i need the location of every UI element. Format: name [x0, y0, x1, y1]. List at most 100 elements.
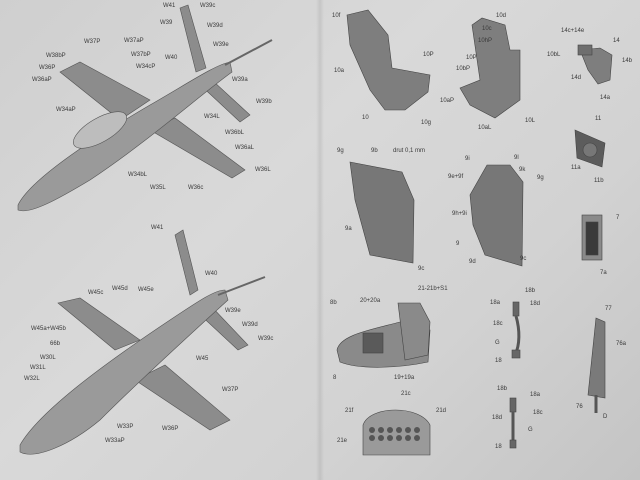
seat-large	[346, 9, 431, 111]
antenna-part	[587, 317, 606, 413]
callout-label: 10L	[525, 118, 536, 124]
callout-label: 10P	[466, 55, 477, 61]
callout-label: 14a	[600, 95, 611, 101]
callout-label: 10f	[332, 13, 341, 19]
callout-label: W45d	[112, 286, 128, 292]
callout-label: W40	[165, 55, 178, 61]
callout-label: W36L	[255, 167, 271, 173]
part-14c-box	[577, 44, 593, 56]
callout-label: 9a	[345, 226, 352, 232]
strut-parts	[509, 301, 521, 449]
callout-label: 18c	[493, 321, 503, 327]
callout-label: W31L	[30, 365, 46, 371]
bottom-aircraft-fuselage	[19, 289, 229, 455]
callout-label: W33aP	[105, 438, 125, 444]
callout-label: 7	[616, 215, 620, 221]
callout-label: 66b	[50, 341, 61, 347]
callout-label: W37P	[84, 39, 101, 45]
callout-label: 8	[333, 375, 337, 381]
callout-label: W36c	[188, 185, 204, 191]
callout-label: W45a+W45b	[31, 326, 66, 332]
callout-label: W45	[196, 356, 209, 362]
callout-label: 18a	[490, 300, 501, 306]
callout-label: W39c	[258, 336, 274, 342]
callout-label: 10a	[334, 68, 345, 74]
callout-label: 14b	[622, 58, 633, 64]
callout-label: D	[603, 414, 608, 420]
callout-label: 20+20a	[360, 298, 381, 304]
seat-parts	[346, 9, 613, 261]
callout-label: W36bL	[225, 130, 245, 136]
callout-label: W39e	[225, 308, 241, 314]
callout-label: W36aL	[235, 145, 255, 151]
callout-label: 19+19a	[394, 375, 415, 381]
callout-label: G	[528, 427, 533, 433]
strut-18-body	[513, 315, 521, 356]
callout-label: W38bP	[46, 53, 66, 59]
part-14	[579, 47, 613, 85]
callout-label: 18d	[492, 415, 503, 421]
instrument-panel-21c	[362, 409, 431, 456]
callout-label: drut 0,1 mm	[393, 148, 426, 154]
callout-label: 76	[576, 404, 583, 410]
page-fold	[316, 0, 324, 480]
callout-label: 18b	[525, 288, 536, 294]
callout-label: W41	[163, 3, 176, 9]
callout-label: W45c	[88, 290, 104, 296]
callout-label: W39d	[242, 322, 258, 328]
top-aircraft-right-wing	[149, 117, 246, 179]
callout-label: 10hP	[478, 38, 493, 44]
callout-label: 10g	[421, 120, 432, 126]
antenna-76	[587, 317, 606, 399]
callout-label: W39a	[232, 77, 248, 83]
callout-label: 9i	[465, 156, 470, 162]
callout-label: 76a	[616, 341, 627, 347]
callout-label: 10P	[423, 52, 434, 58]
callout-label: 21d	[436, 408, 447, 414]
bottom-aircraft-right-wing	[134, 364, 231, 431]
callout-label: W35L	[150, 185, 166, 191]
callout-label: 8b	[330, 300, 337, 306]
callout-label: W39b	[256, 99, 272, 105]
strut-18-top	[512, 301, 520, 317]
top-aircraft-probe	[224, 39, 273, 66]
cockpit-box-19	[362, 332, 384, 354]
callout-label: 9c	[520, 256, 527, 262]
callout-label: 18	[495, 358, 502, 364]
callout-label: 10aL	[478, 125, 492, 131]
cockpit-panel-21	[397, 302, 431, 361]
part-7-inner	[585, 221, 599, 256]
callout-label: 11b	[594, 178, 604, 184]
callout-label: 10aP	[440, 98, 455, 104]
dials	[369, 427, 420, 441]
callout-label: W39d	[207, 23, 223, 29]
callout-label: 21f	[345, 408, 354, 414]
panel-9a	[349, 161, 415, 264]
callout-label: 11	[595, 116, 602, 122]
callout-label: 14c+14e	[561, 28, 585, 34]
bottom-aircraft-left-wing	[57, 297, 141, 351]
callout-label: 21c	[401, 391, 411, 397]
callout-label: 18d	[530, 301, 541, 307]
callout-label: 9d	[469, 259, 476, 265]
callout-label: W30L	[40, 355, 56, 361]
top-aircraft	[17, 4, 273, 212]
callout-label: W37P	[222, 387, 239, 393]
callout-label: W33P	[117, 424, 134, 430]
callout-label: 9g	[337, 148, 344, 154]
strut-18-bottom-foot	[511, 349, 521, 359]
panel-9	[469, 164, 524, 267]
bottom-aircraft-fin	[174, 229, 199, 296]
part-11-wheel	[582, 142, 598, 158]
callout-label: 21-21b+S1	[418, 286, 448, 292]
callout-label: 10bL	[547, 52, 561, 58]
callout-label: 9h+9i	[452, 211, 467, 217]
callout-label: 9b	[371, 148, 378, 154]
top-aircraft-fin	[179, 4, 207, 73]
callout-label: 9l	[514, 155, 519, 161]
callout-label: W36P	[162, 426, 179, 432]
callout-label: 11a	[571, 165, 581, 171]
callout-label: W34bL	[128, 172, 148, 178]
callout-label: 21e	[337, 438, 348, 444]
